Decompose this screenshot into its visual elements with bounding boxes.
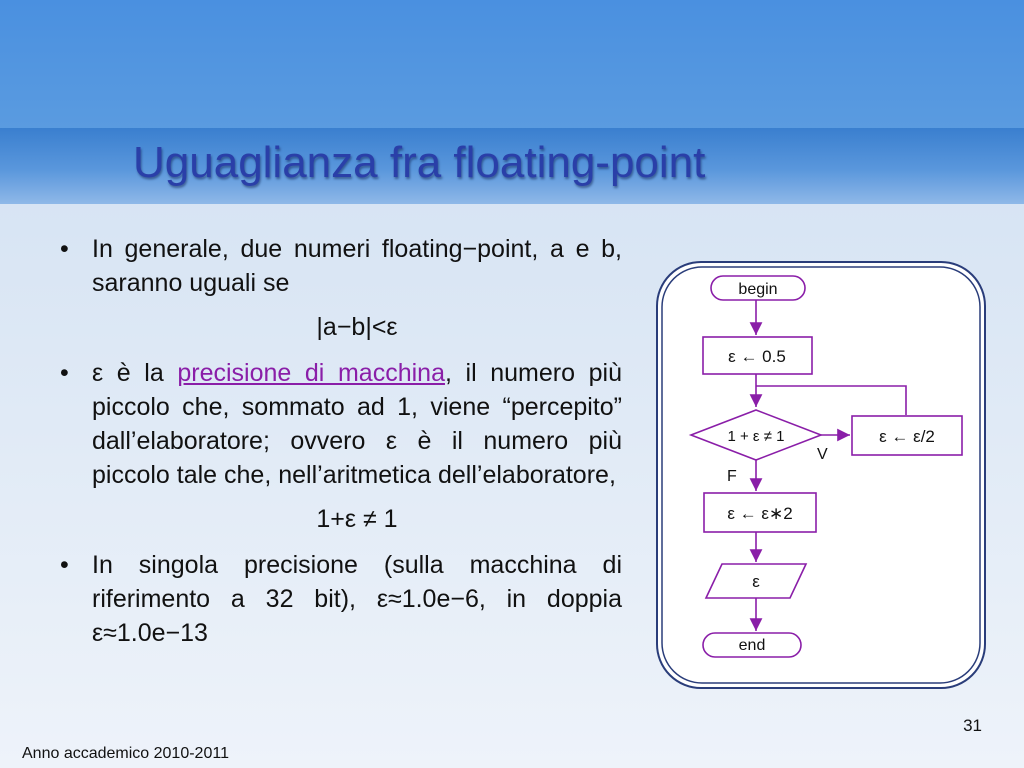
bullet-dot-icon: • xyxy=(60,551,69,579)
begin-node xyxy=(710,275,806,301)
end-node xyxy=(702,632,802,658)
init-node xyxy=(702,336,813,375)
halve-node xyxy=(851,415,963,456)
slide-title: Uguaglianza fra floating-point xyxy=(133,138,706,187)
machine-precision-link[interactable]: precisione di macchina xyxy=(177,359,445,387)
begin-label: begin xyxy=(738,281,777,298)
bullet-text: In generale, due numeri floating−point, … xyxy=(92,235,622,297)
bullet-precision-values: • In singola precisione (sulla macchina … xyxy=(60,548,622,650)
end-label: end xyxy=(739,637,766,654)
formula-abs-difference: |a−b|<ε xyxy=(316,313,398,341)
title-band xyxy=(0,128,1024,204)
halve-label: ε ← ε/2 xyxy=(879,427,935,446)
bullet-dot-icon: • xyxy=(60,235,69,263)
true-branch-label: V xyxy=(817,446,828,463)
condition-label: 1 + ε ≠ 1 xyxy=(727,428,784,445)
bullet-dot-icon: • xyxy=(60,359,69,387)
bullet-general-equality: • In generale, due numeri floating−point… xyxy=(60,232,622,300)
output-node xyxy=(704,563,808,599)
double-node xyxy=(703,492,817,533)
bullet-text: In singola precisione (sulla macchina di… xyxy=(92,551,622,647)
formula-one-plus-eps: 1+ε ≠ 1 xyxy=(316,505,398,533)
false-branch-label: F xyxy=(727,468,737,485)
output-label: ε xyxy=(752,572,760,591)
bullet-text-post: , il numero più piccolo che, sommato ad … xyxy=(92,359,622,489)
flowchart-connectors xyxy=(749,300,907,631)
bullet-text-pre: ε è la xyxy=(92,359,178,387)
init-label: ε ← 0.5 xyxy=(728,347,786,366)
flowchart-frame xyxy=(656,261,986,689)
bullet-machine-precision: • ε è la precisione di macchina, il nume… xyxy=(60,356,622,492)
header-band xyxy=(0,0,1024,128)
condition-node xyxy=(688,409,824,461)
footer-academic-year: Anno accademico 2010-2011 xyxy=(22,745,229,762)
double-label: ε ← ε∗2 xyxy=(727,504,792,523)
slide-body: • In generale, due numeri floating−point… xyxy=(60,232,622,650)
page-number: 31 xyxy=(963,716,982,735)
